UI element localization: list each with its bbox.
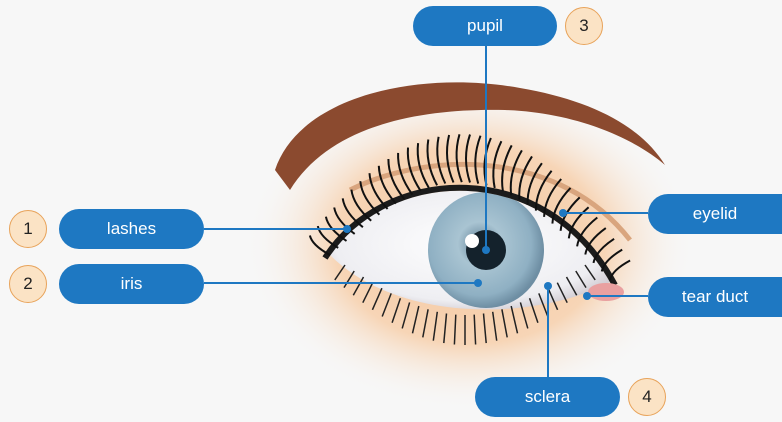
sclera-leader-dot (544, 282, 552, 290)
eyelid-leader-dot (559, 209, 567, 217)
eyelid-label: eyelid (648, 194, 782, 234)
iris-label: iris (59, 264, 204, 304)
pupil-highlight (465, 234, 479, 248)
pupil-number: 3 (565, 7, 603, 45)
lashes-number: 1 (9, 210, 47, 248)
tear-duct-shape (588, 283, 624, 301)
iris-number: 2 (9, 265, 47, 303)
sclera-number: 4 (628, 378, 666, 416)
iris-leader-dot (474, 279, 482, 287)
sclera-label: sclera (475, 377, 620, 417)
tear-duct-leader-dot (583, 292, 591, 300)
lashes-label: lashes (59, 209, 204, 249)
pupil-leader-dot (482, 246, 490, 254)
pupil-label: pupil (413, 6, 557, 46)
tear-duct-label: tear duct (648, 277, 782, 317)
lashes-leader-dot (343, 225, 351, 233)
